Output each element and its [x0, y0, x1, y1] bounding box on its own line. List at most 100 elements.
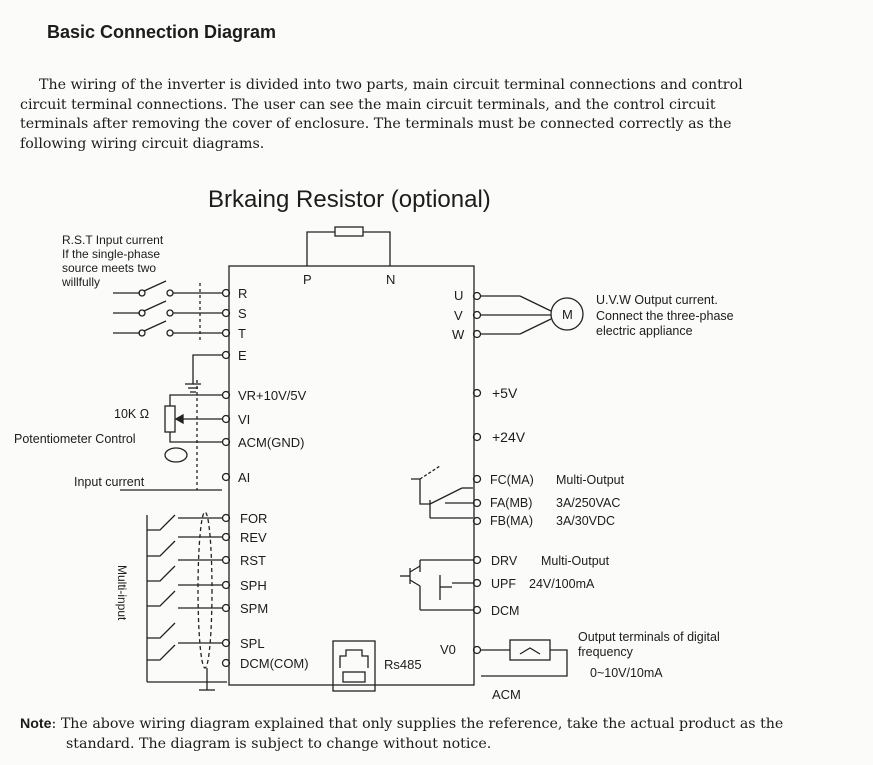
- di-switch-rev: [147, 532, 231, 557]
- braking-wire-p: [306, 231, 335, 266]
- terminal-v: [472, 310, 482, 320]
- label-5v: +5V: [492, 385, 518, 401]
- label-e: E: [238, 348, 247, 363]
- intro-line-1: The wiring of the inverter is divided in…: [39, 77, 743, 93]
- label-dcm-com: DCM(COM): [240, 656, 309, 671]
- terminal-upf: [472, 578, 482, 588]
- note-label: Note: [20, 716, 52, 732]
- label-rev: REV: [240, 530, 267, 545]
- terminal-dcm: [472, 605, 482, 615]
- braking-wire-n: [363, 231, 391, 266]
- transistor-outputs: [400, 559, 473, 611]
- terminal-e: [221, 350, 231, 360]
- transistor-note-1: Multi-Output: [541, 554, 610, 568]
- label-fc: FC(MA): [490, 473, 534, 487]
- di-switch-rst: [147, 555, 231, 582]
- label-r: R: [238, 286, 247, 301]
- di-switch-spl: [147, 638, 231, 661]
- potentiometer-label: Potentiometer Control: [14, 432, 136, 446]
- terminal-u: [472, 291, 482, 301]
- vr-wire: [169, 394, 222, 406]
- page-heading: Basic Connection Diagram: [47, 22, 277, 42]
- motor-symbol: [550, 297, 584, 331]
- rs485-connector: [332, 640, 376, 692]
- multi-input-label: Multi-input: [115, 565, 129, 621]
- input-current-label: Input current: [74, 475, 145, 489]
- note-paragraph: Note: The above wiring diagram explained…: [20, 714, 850, 754]
- input-note-1: R.S.T Input current: [62, 233, 164, 247]
- label-v0: V0: [440, 642, 456, 657]
- intro-line-4: following wiring circuit diagrams.: [20, 135, 265, 152]
- intro-line-3: terminals after removing the cover of en…: [20, 116, 732, 132]
- freq-note-3: 0~10V/10mA: [590, 666, 663, 680]
- freq-note-1: Output terminals of digital: [578, 630, 720, 644]
- label-w: W: [452, 327, 465, 342]
- label-fa: FA(MB): [490, 496, 532, 510]
- resistor-label: 10K Ω: [114, 407, 149, 421]
- terminal-fa: [472, 498, 482, 508]
- label-u: U: [454, 288, 463, 303]
- terminal-fc: [472, 474, 482, 484]
- label-spm: SPM: [240, 601, 268, 616]
- potentiometer-resistor: [164, 405, 176, 433]
- terminal-v0: [472, 645, 482, 655]
- terminal-vr: [221, 390, 231, 400]
- label-ai: AI: [238, 470, 250, 485]
- di-switch-for: [147, 513, 231, 531]
- label-v: V: [454, 308, 463, 323]
- input-note-4: willfully: [61, 275, 100, 289]
- label-spl: SPL: [240, 636, 265, 651]
- rs485-label: Rs485: [384, 657, 422, 672]
- note-line-1: : The above wiring diagram explained tha…: [51, 716, 784, 732]
- output-note-1: U.V.W Output current.: [596, 293, 718, 307]
- ground-wire: [192, 354, 222, 384]
- output-note-3: electric appliance: [596, 324, 693, 338]
- braking-resistor: [334, 226, 364, 237]
- label-acm-bottom: ACM: [492, 687, 521, 702]
- label-dcm: DCM: [491, 604, 519, 618]
- label-vr: VR+10V/5V: [238, 388, 307, 403]
- terminal-dcm-com: [221, 658, 231, 668]
- wiper-arrow: [174, 413, 184, 425]
- relay-note-3: 3A/30VDC: [556, 514, 615, 528]
- label-t: T: [238, 326, 246, 341]
- input-breaker-s: [113, 300, 231, 318]
- label-vi: VI: [238, 412, 250, 427]
- terminal-drv: [472, 555, 482, 565]
- terminal-w: [472, 329, 482, 339]
- frequency-meter: [509, 639, 551, 661]
- acm-wire: [169, 432, 222, 443]
- label-upf: UPF: [491, 577, 516, 591]
- output-note-2: Connect the three-phase: [596, 309, 734, 323]
- inverter-box: [228, 265, 475, 686]
- label-acm: ACM(GND): [238, 435, 304, 450]
- relay-note-2: 3A/250VAC: [556, 496, 620, 510]
- terminal-24v: [472, 432, 482, 442]
- intro-paragraph: The wiring of the inverter is divided in…: [20, 76, 790, 154]
- terminal-acm: [221, 437, 231, 447]
- label-sph: SPH: [240, 578, 267, 593]
- input-note-2: If the single-phase: [62, 247, 160, 261]
- di-switch-sph: [147, 580, 231, 607]
- pot-knob: [164, 447, 188, 463]
- relay-contacts: [411, 465, 473, 519]
- transistor-note-2: 24V/100mA: [529, 577, 595, 591]
- label-drv: DRV: [491, 554, 518, 568]
- input-note-3: source meets two: [62, 261, 156, 275]
- intro-line-2: circuit terminal connections. The user c…: [20, 96, 716, 113]
- relay-note-1: Multi-Output: [556, 473, 625, 487]
- label-p: P: [303, 272, 312, 287]
- terminal-vi: [221, 414, 231, 424]
- motor-label: M: [562, 307, 573, 322]
- input-breaker-r: [113, 280, 231, 298]
- label-for: FOR: [240, 511, 267, 526]
- freq-note-2: frequency: [578, 645, 634, 659]
- terminal-5v: [472, 388, 482, 398]
- terminal-ai: [221, 472, 231, 482]
- terminal-fb: [472, 516, 482, 526]
- di-switch-spm: [147, 603, 231, 639]
- label-rst: RST: [240, 553, 266, 568]
- label-n: N: [386, 272, 395, 287]
- shield-ellipse: [197, 511, 213, 669]
